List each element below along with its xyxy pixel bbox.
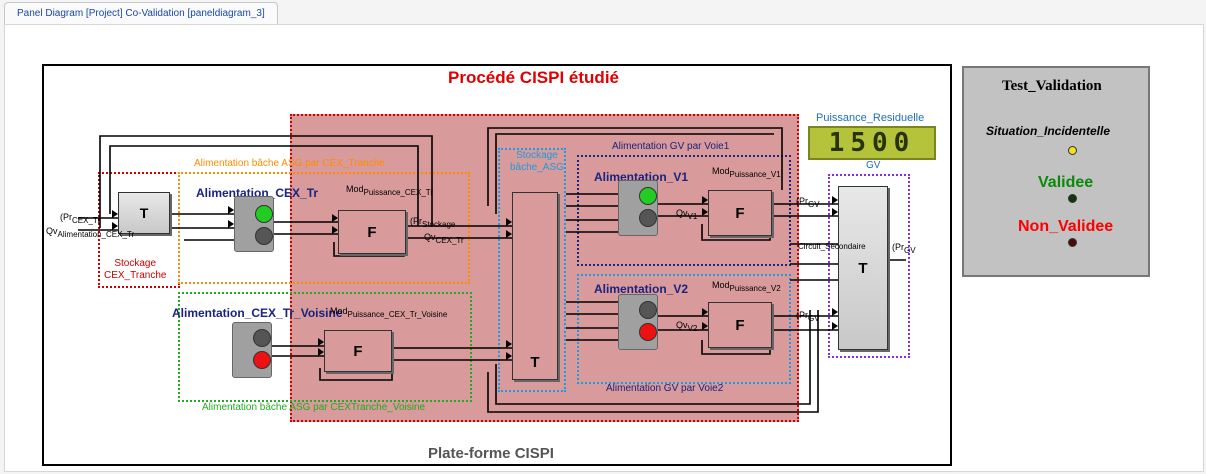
signal-sub: Puissance_V1 <box>729 169 781 179</box>
heading-v1: Alimentation_V1 <box>594 170 689 184</box>
signal-sub: Stockage <box>422 219 456 229</box>
signal-sub: Puissance_CEX_Tr <box>363 187 434 197</box>
caption-alim-cex-voisine: Alimentation bâche ASG par CEXTranche_Vo… <box>202 402 426 413</box>
signal-text: (Pr <box>796 196 808 206</box>
signal-sub: Alimentation_CEX_Tr <box>57 229 135 239</box>
incident-label: Situation_Incidentelle <box>986 124 1111 138</box>
signal-text: Qv <box>424 232 436 242</box>
block-t-circuit-secondaire[interactable]: T <box>838 186 888 350</box>
valid-label: Validee <box>1038 174 1094 191</box>
signal-text: Qv <box>676 208 688 218</box>
zone-alim-gv1 <box>577 155 791 266</box>
signal-out-v2: (PrGV <box>796 310 820 323</box>
signal-mod-cex-voisine: ModPuissance_CEX_Tr_Voisine <box>330 306 447 319</box>
lamp-off-icon <box>639 301 657 319</box>
display-caption: Puissance_Residuelle <box>816 112 925 124</box>
valve-v1[interactable] <box>618 180 658 236</box>
zone-alim-gv2 <box>577 274 791 384</box>
signal-mod-cex-tr: ModPuissance_CEX_Tr <box>346 184 433 197</box>
signal-mod-v2: ModPuissance_V2 <box>712 280 781 293</box>
signal-mod-v1: ModPuissance_V1 <box>712 166 781 179</box>
caption-alim-gv2: Alimentation GV par Voie2 <box>606 383 724 394</box>
block-f-cex-tr[interactable]: F <box>338 210 406 254</box>
block-f-v2[interactable]: F <box>708 302 772 348</box>
signal-text: Mod <box>712 166 730 176</box>
signal-sub: GV <box>904 245 916 255</box>
block-t-stockage-cex[interactable]: T <box>118 192 170 234</box>
valve-cex-voisine[interactable] <box>232 322 272 378</box>
signal-text: (Pr <box>60 212 72 222</box>
block-t-stockage-asg[interactable]: T <box>512 192 558 380</box>
signal-sub: GV <box>808 313 820 323</box>
power-display: 1500 <box>808 126 936 160</box>
signal-pr-stockage: (PrStockage <box>410 216 455 229</box>
caption-alim-gv1: Alimentation GV par Voie1 <box>612 141 730 152</box>
signal-qv-cex-in: QvAlimentation_CEX_Tr <box>46 226 134 239</box>
display-unit: GV <box>866 160 881 171</box>
signal-qv-v2: QvV2 <box>676 320 697 333</box>
signal-sub: Puissance_CEX_Tr_Voisine <box>347 309 448 319</box>
signal-sub: GV <box>808 199 820 209</box>
block-f-v1[interactable]: F <box>708 190 772 236</box>
signal-text: Mod <box>346 184 364 194</box>
valve-v2[interactable] <box>618 294 658 350</box>
lamp-green-icon <box>639 187 657 205</box>
incident-lamp-icon <box>1068 146 1077 155</box>
heading-cex-tr-voisine: Alimentation_CEX_Tr_Voisine <box>172 306 343 320</box>
signal-pr-gv-out: (PrGV <box>892 242 916 255</box>
signal-text: Mod <box>712 280 730 290</box>
signal-sub: CEX_Tr <box>72 215 101 225</box>
signal-text: (Pr <box>796 310 808 320</box>
signal-sub: V1 <box>687 211 698 221</box>
signal-text: Qv <box>46 226 58 236</box>
zone-alim-cex-voisine <box>178 292 472 402</box>
caption-stockage-cex: Stockage CEX_Tranche <box>104 258 167 281</box>
valve-cex-tr[interactable] <box>234 196 274 252</box>
block-f-cex-voisine[interactable]: F <box>324 330 392 372</box>
zone-stockage-asg <box>498 148 566 392</box>
invalid-label: Non_Validee <box>1018 218 1114 235</box>
signal-qv-cex-tr: QvCEX_Tr <box>424 232 464 245</box>
signal-text: (Pr <box>892 242 904 252</box>
caption-stockage-asg: Stockage bâche_ASG <box>510 150 564 173</box>
signal-pr-cex-in: (PrCEX_Tr <box>60 212 100 225</box>
test-validation-title: Test_Validation <box>1002 78 1102 94</box>
invalid-lamp-icon <box>1068 238 1077 247</box>
signal-text: Mod <box>330 306 348 316</box>
tab-panel-diagram[interactable]: Panel Diagram [Project] Co-Validation [p… <box>4 2 278 25</box>
heading-v2: Alimentation_V2 <box>594 282 689 296</box>
lamp-red-icon <box>253 351 271 369</box>
lamp-red-icon <box>639 323 657 341</box>
signal-sub: V2 <box>687 323 698 333</box>
signal-text: Qv <box>676 320 688 330</box>
test-validation-panel <box>962 66 1150 277</box>
signal-out-v1: (PrGV <box>796 196 820 209</box>
lamp-green-icon <box>255 205 273 223</box>
signal-text: (Pr <box>410 216 422 226</box>
heading-cex-tr: Alimentation_CEX_Tr <box>196 186 319 200</box>
diagram-footer: Plate-forme CISPI <box>428 445 554 462</box>
diagram-title: Procédé CISPI étudié <box>448 68 619 87</box>
lamp-off-icon <box>255 227 273 245</box>
lamp-off-icon <box>253 329 271 347</box>
valid-lamp-icon <box>1068 194 1077 203</box>
lamp-off-icon <box>639 209 657 227</box>
zone-circuit-secondaire <box>828 174 910 358</box>
signal-qv-v1: QvV1 <box>676 208 697 221</box>
signal-circuit-secondaire: Circuit_Secondaire <box>798 242 866 251</box>
caption-alim-cex-tr: Alimentation bâche ASG par CEX_Tranche <box>194 158 385 169</box>
signal-sub: Puissance_V2 <box>729 283 781 293</box>
signal-sub: CEX_Tr <box>435 235 464 245</box>
